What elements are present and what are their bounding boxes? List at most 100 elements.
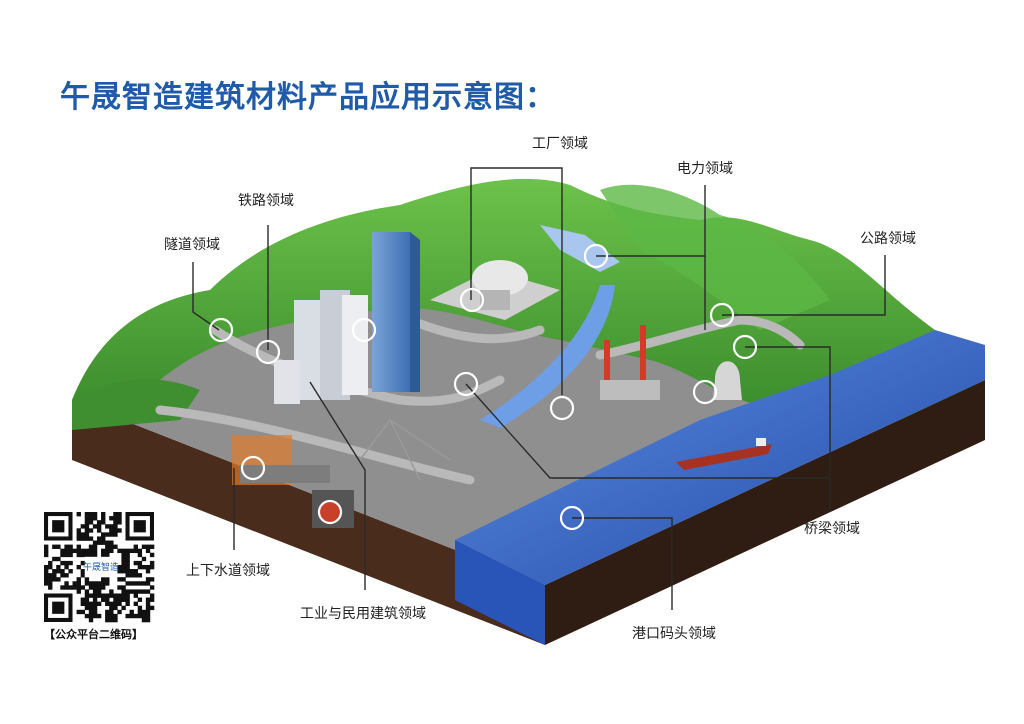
callout-circles [208,243,758,531]
qr-module [84,605,90,611]
qr-module [84,613,90,619]
qr-module [133,544,139,549]
qr-module [113,524,118,529]
qr-module [80,532,86,537]
qr-module [145,577,151,582]
callout-lines [192,167,886,610]
qr-module [84,536,90,541]
qr-module [109,548,114,554]
qr-module [121,589,126,594]
qr-module [117,512,122,517]
qr-module [76,552,81,558]
qr-module [121,564,126,570]
qr-module [60,560,65,566]
qr-module [56,564,61,570]
qr-module [68,569,73,574]
qr-module [141,613,147,619]
qr-module [48,573,53,578]
qr-module [76,544,81,549]
qr-module [92,605,98,611]
qr-module [96,536,102,541]
qr-module [149,552,155,558]
qr-module [113,544,118,549]
qr-module [88,548,94,554]
qr-module [141,617,147,623]
qr-module [88,605,94,611]
qr-module [68,585,73,590]
qr-module [113,613,118,619]
qr-module [149,564,155,570]
qr-module [84,524,90,529]
qr-module [117,569,122,574]
qr-module [76,581,81,586]
qr-module [121,585,126,590]
qr-module [84,512,90,517]
qr-module [96,528,102,533]
qr-module [84,581,90,586]
qr-module [121,560,126,566]
qr-module [105,593,110,598]
qr-module [92,593,98,598]
qr-module [101,548,106,554]
qr-module [76,564,81,570]
qr-module [125,552,130,558]
qr-module [133,593,139,598]
qr-module [113,601,118,607]
qr-module [121,548,126,554]
qr-module [88,617,94,623]
qr-module [80,585,86,590]
qr-module [141,544,147,549]
qr-module [101,585,106,590]
qr-module [96,589,102,594]
qr-module [88,613,94,619]
qr-module [105,609,110,615]
qr-module [145,613,151,619]
qr-logo-box [84,556,118,578]
qr-module [88,601,94,607]
qr-module [141,564,147,570]
qr-module [129,569,134,574]
qr-module [105,548,110,554]
qr-finder [52,601,65,614]
qr-module [117,609,122,615]
qr-module [88,552,94,558]
qr-module [101,593,106,598]
label-railway: 铁路领域 [238,193,294,209]
qr-module [68,548,73,554]
qr-module [92,613,98,619]
cable-bridge [359,419,451,481]
qr-module [105,577,110,582]
qr-module [48,564,53,570]
qr-module [92,544,98,549]
qr-module [84,520,90,525]
qr-module [84,577,90,582]
qr-module [64,564,69,570]
qr-module [133,601,139,607]
qr-module [92,512,98,517]
qr-module [129,581,134,586]
qr-module [80,573,86,578]
qr-module [121,569,126,574]
factory-area [430,260,560,320]
qr-module [76,532,81,537]
qr-module [76,536,81,541]
qr-module [121,577,126,582]
qr-module [84,516,90,521]
qr-module [88,593,94,598]
qr-module [125,569,130,574]
qr-module [84,601,90,607]
qr-module [105,613,110,619]
qr-module [60,548,65,554]
qr-module [109,528,114,533]
qr-module [56,556,61,562]
label-water: 上下水道领域 [186,563,270,579]
qr-module [101,516,106,521]
qr-module [80,560,86,566]
qr-module [133,560,139,566]
qr-module [125,560,130,566]
qr-module [117,564,122,570]
qr-module [48,560,53,566]
qr-module [109,593,114,598]
qr-module [92,548,98,554]
qr-module [84,552,90,558]
